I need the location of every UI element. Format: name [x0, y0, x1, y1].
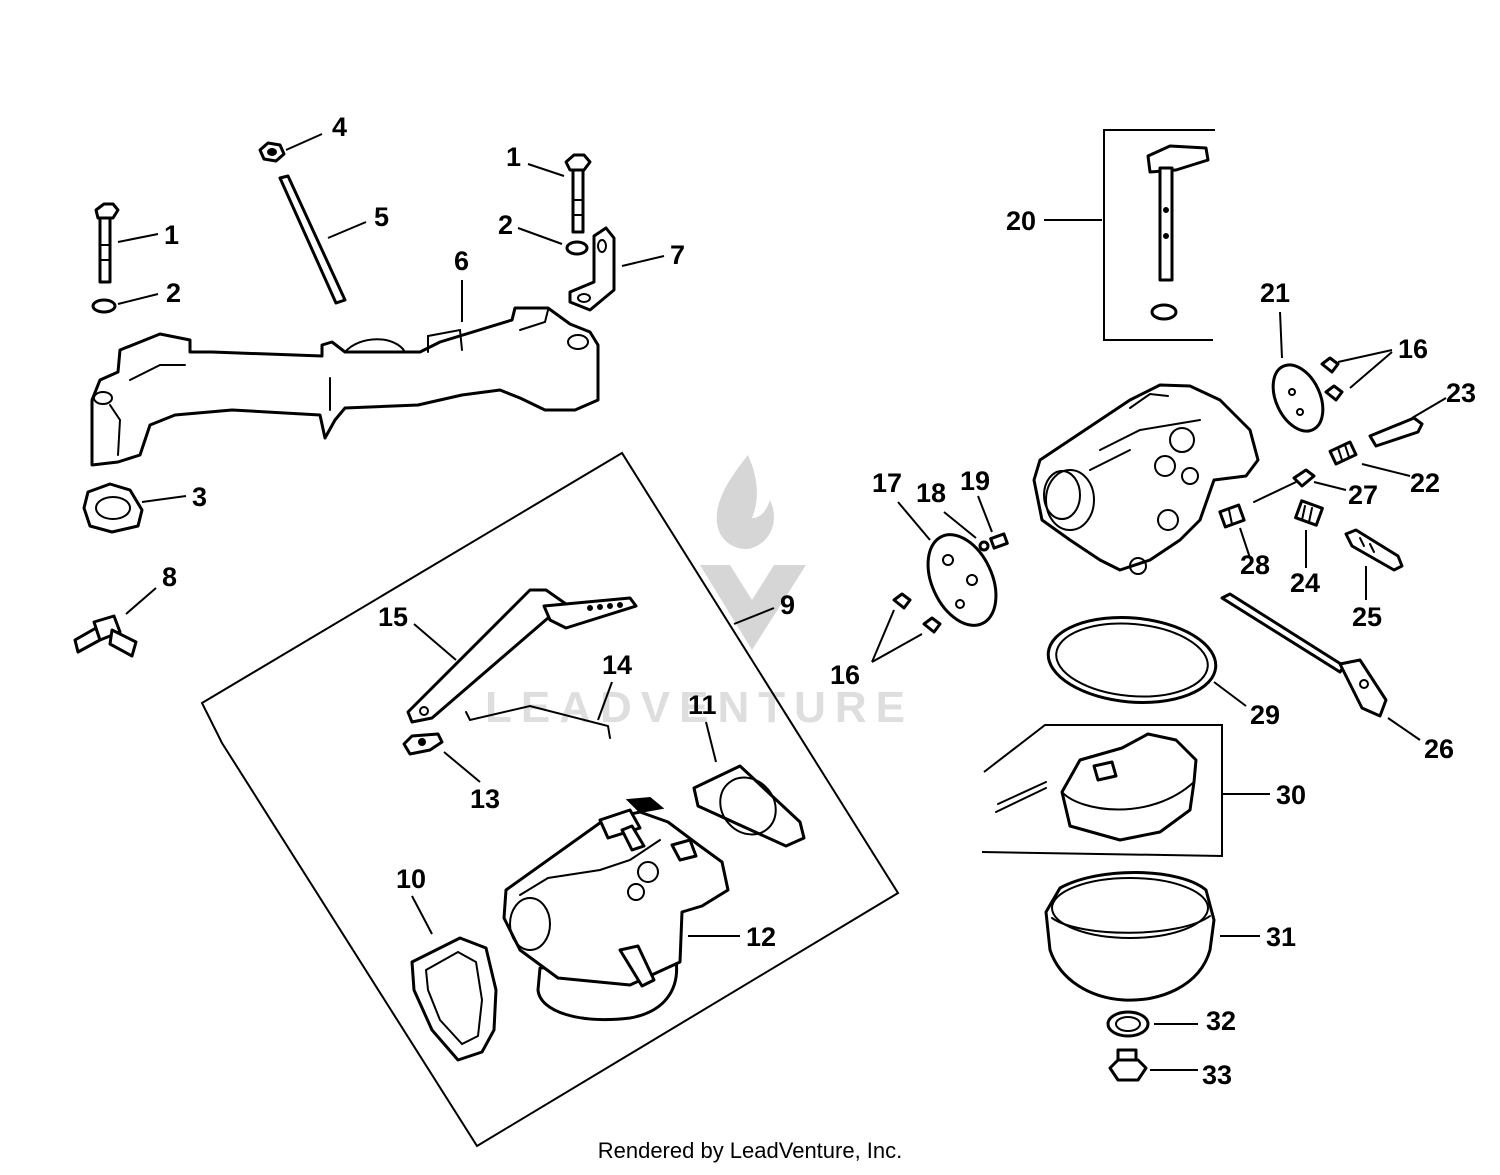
callout-5: 5 [374, 202, 389, 232]
callout-21: 21 [1260, 278, 1290, 308]
callout-1-left: 1 [164, 220, 179, 250]
callout-8: 8 [162, 562, 177, 592]
callout-17: 17 [872, 468, 902, 498]
callout-22: 22 [1410, 468, 1440, 498]
choke-shaft-part-20 [1146, 144, 1210, 321]
drain-plug-part-33 [1108, 1048, 1148, 1082]
washer-part-2-right [565, 240, 589, 256]
washer-part-2-left [91, 298, 117, 314]
washer-part-32 [1106, 1010, 1150, 1038]
bolt-part-1-left [94, 202, 120, 284]
footer-credit: Rendered by LeadVenture, Inc. [597, 1138, 903, 1163]
callout-3: 3 [192, 482, 207, 512]
intake-manifold-part-6 [90, 306, 600, 467]
link-rod-part-14 [465, 704, 611, 739]
callout-6: 6 [454, 246, 469, 276]
throttle-lever-part-15 [406, 588, 638, 724]
carburetor-assembly-part-12 [502, 796, 730, 1022]
fuel-bowl-part-31 [1044, 870, 1216, 1002]
gasket-part-11 [692, 764, 806, 848]
callout-18: 18 [916, 478, 946, 508]
callout-14: 14 [602, 650, 632, 680]
callout-28: 28 [1240, 550, 1270, 580]
carburetor-body [1032, 383, 1260, 575]
screw-part-23 [1368, 416, 1424, 448]
callout-33: 33 [1202, 1060, 1232, 1090]
callout-9: 9 [780, 590, 795, 620]
spring-part-28 [1218, 503, 1246, 529]
callout-13: 13 [470, 784, 500, 814]
callout-7: 7 [670, 240, 685, 270]
callout-2-right: 2 [498, 210, 513, 240]
spring-part-19 [989, 532, 1009, 550]
callout-16-bottom: 16 [830, 660, 860, 690]
callout-labels: 1 2 3 4 5 1 2 6 7 8 9 10 11 12 13 14 15 … [162, 112, 1476, 1090]
needle-part-27 [1253, 468, 1316, 503]
screw-part-25 [1344, 528, 1404, 572]
callout-30: 30 [1276, 780, 1306, 810]
leader-lines [117, 133, 1447, 1071]
callout-10: 10 [396, 864, 426, 894]
callout-32: 32 [1206, 1006, 1236, 1036]
bowl-gasket-part-29 [1046, 616, 1218, 704]
spring-part-24 [1294, 499, 1324, 527]
callout-23: 23 [1446, 378, 1476, 408]
callout-16-top: 16 [1398, 334, 1428, 364]
gasket-part-3 [82, 482, 144, 534]
callout-1-right: 1 [506, 142, 521, 172]
callout-29: 29 [1250, 700, 1280, 730]
stud-part-5 [278, 174, 347, 305]
callout-4: 4 [332, 112, 347, 142]
kit-20-boundary [1103, 129, 1215, 341]
throttle-plate-part-17 [926, 533, 998, 627]
callout-19: 19 [960, 466, 990, 496]
float-part-30 [995, 732, 1198, 842]
callout-12: 12 [746, 922, 776, 952]
ball-part-18 [978, 540, 990, 552]
screws-part-16-top [1320, 356, 1344, 402]
callout-15: 15 [378, 602, 408, 632]
callout-11: 11 [688, 690, 717, 720]
screws-part-16-bottom [892, 592, 942, 634]
bolt-part-1-right [564, 153, 592, 234]
callout-25: 25 [1352, 602, 1382, 632]
callout-26: 26 [1424, 734, 1454, 764]
leadventure-watermark: LEADVENTURE [485, 455, 914, 732]
callout-24: 24 [1290, 568, 1320, 598]
throttle-shaft-part-26 [1220, 592, 1388, 718]
spring-part-22 [1328, 440, 1358, 466]
callout-31: 31 [1266, 922, 1296, 952]
gasket-part-10 [410, 936, 498, 1062]
kit-30-boundary [981, 724, 1223, 858]
nut-part-4 [258, 141, 286, 163]
callout-2-left: 2 [166, 278, 181, 308]
watermark-text: LEADVENTURE [485, 683, 914, 732]
bracket-part-7 [568, 226, 616, 312]
elbow-fitting-part-8 [73, 614, 138, 658]
callout-27: 27 [1348, 480, 1378, 510]
choke-plate-part-21 [1271, 363, 1325, 433]
kit-9-boundary [200, 451, 900, 1148]
swivel-part-13 [402, 732, 444, 756]
callout-20: 20 [1006, 206, 1036, 236]
